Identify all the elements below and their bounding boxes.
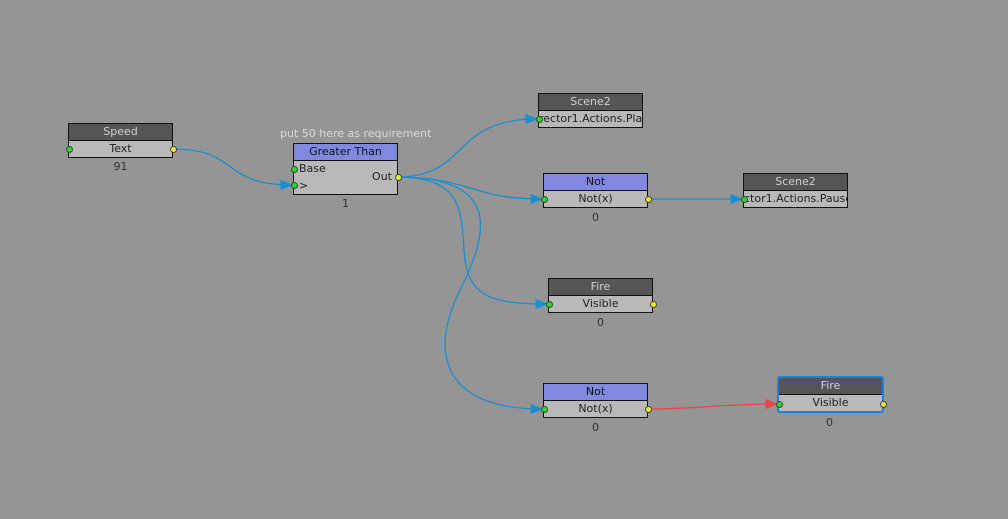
node-value: 0 bbox=[826, 416, 833, 429]
output-pin[interactable] bbox=[645, 196, 652, 203]
node-not-1[interactable]: Not Not(x) bbox=[543, 173, 648, 208]
output-pin[interactable] bbox=[880, 401, 887, 408]
node-title: Speed bbox=[69, 124, 172, 141]
node-scene2-play[interactable]: Scene2 rector1.Actions.Play bbox=[538, 93, 643, 128]
node-fire-1[interactable]: Fire Visible bbox=[548, 278, 653, 313]
node-scene2-pause[interactable]: Scene2 ctor1.Actions.Pause bbox=[743, 173, 848, 208]
node-title: Fire bbox=[549, 279, 652, 296]
input-pin[interactable] bbox=[741, 196, 748, 203]
node-comment: put 50 here as requirement bbox=[280, 127, 432, 140]
wire-greater-not2[interactable] bbox=[396, 176, 544, 415]
node-value: 91 bbox=[113, 160, 128, 173]
node-title: Fire bbox=[779, 378, 882, 395]
port-out: Out bbox=[372, 170, 392, 183]
node-title: Scene2 bbox=[539, 94, 642, 111]
node-port-text: Text bbox=[109, 142, 132, 155]
node-title: Scene2 bbox=[744, 174, 847, 191]
output-pin[interactable] bbox=[170, 146, 177, 153]
wire-greater-play[interactable] bbox=[396, 113, 539, 178]
node-title: Greater Than bbox=[294, 144, 397, 161]
node-port: rector1.Actions.Play bbox=[539, 112, 642, 125]
output-pin[interactable] bbox=[395, 174, 402, 181]
node-title: Not bbox=[544, 384, 647, 401]
port-greater: > bbox=[299, 179, 309, 192]
node-port: Visible bbox=[582, 297, 619, 310]
node-value: 0 bbox=[597, 316, 604, 329]
node-port: Not(x) bbox=[578, 192, 613, 205]
node-port: Visible bbox=[812, 396, 849, 409]
node-value: 0 bbox=[592, 211, 599, 224]
node-title: Not bbox=[544, 174, 647, 191]
node-value: 0 bbox=[592, 421, 599, 434]
input-pin[interactable] bbox=[291, 182, 298, 189]
node-not-2[interactable]: Not Not(x) bbox=[543, 383, 648, 418]
node-greater-than[interactable]: Greater Than Base > Out bbox=[293, 143, 398, 195]
output-pin[interactable] bbox=[650, 301, 657, 308]
input-pin[interactable] bbox=[536, 116, 543, 123]
node-value: 1 bbox=[342, 197, 349, 210]
input-pin[interactable] bbox=[541, 406, 548, 413]
node-port: ctor1.Actions.Pause bbox=[744, 192, 847, 205]
input-pin[interactable] bbox=[541, 196, 548, 203]
node-fire-2-selected[interactable]: Fire Visible bbox=[777, 376, 884, 413]
input-pin[interactable] bbox=[291, 166, 298, 173]
input-pin[interactable] bbox=[546, 301, 553, 308]
input-pin[interactable] bbox=[66, 146, 73, 153]
wire-not2-fire2[interactable] bbox=[646, 398, 779, 410]
port-base: Base bbox=[299, 162, 326, 175]
output-pin[interactable] bbox=[645, 406, 652, 413]
node-speed[interactable]: Speed Text bbox=[68, 123, 173, 158]
wire-speed-greater[interactable] bbox=[172, 148, 294, 191]
wire-greater-fire1[interactable] bbox=[396, 176, 549, 310]
node-port: Not(x) bbox=[578, 402, 613, 415]
input-pin[interactable] bbox=[776, 401, 783, 408]
